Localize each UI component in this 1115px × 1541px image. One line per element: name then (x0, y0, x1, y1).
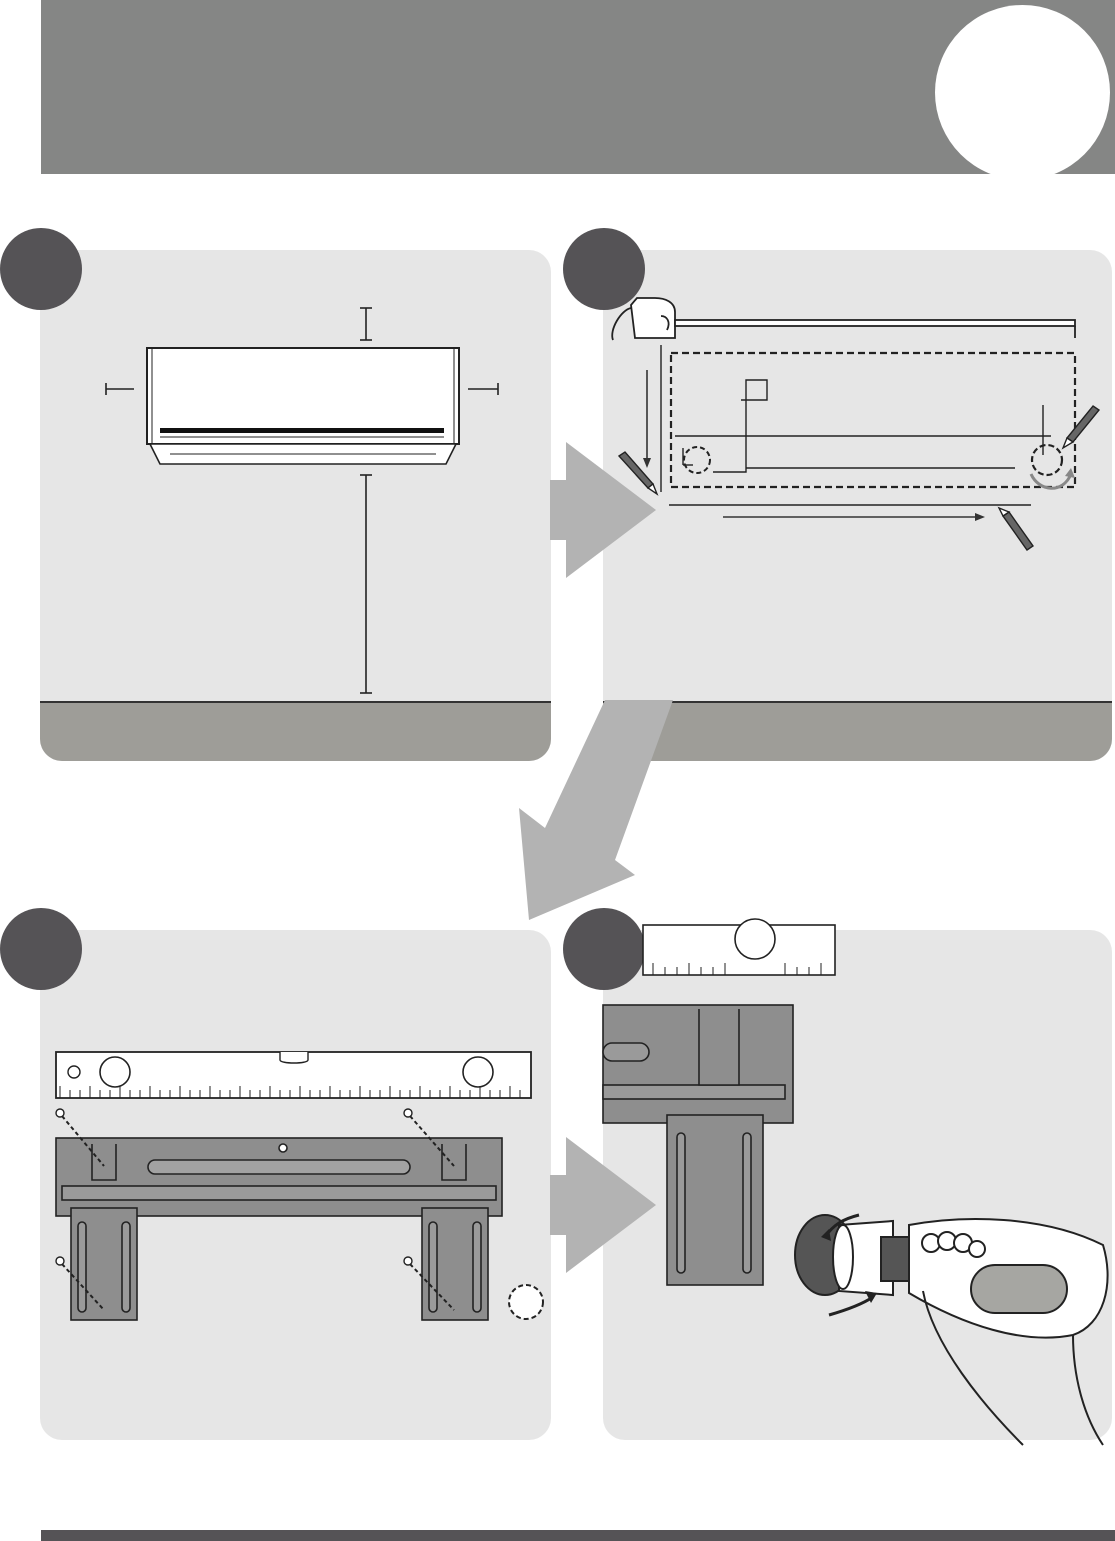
pencil-icon-3 (999, 508, 1033, 550)
drilling-illustration (603, 925, 1115, 1445)
flow-arrow-down-left-icon (515, 700, 685, 925)
screw-icon-2 (404, 1109, 412, 1117)
screw-icon (56, 1109, 64, 1117)
pencil-icon (619, 452, 657, 494)
wall-hole-marker (509, 1285, 543, 1319)
indoor-unit-clearance-illustration (40, 250, 551, 710)
screw-icon-3 (56, 1257, 64, 1265)
spirit-level-icon (56, 1052, 531, 1098)
marking-layout-illustration (603, 250, 1115, 710)
tape-measure-icon (612, 298, 1075, 340)
pencil-icon-2 (1063, 406, 1099, 448)
step-1-caption-bar (40, 701, 551, 761)
drill-icon (795, 1215, 1108, 1445)
screw-icon-4 (404, 1257, 412, 1265)
page-number-circle (935, 5, 1110, 180)
mounting-plate-icon (56, 1138, 502, 1320)
mounting-plate-level-illustration (40, 930, 551, 1390)
footer-rule (41, 1530, 1115, 1541)
